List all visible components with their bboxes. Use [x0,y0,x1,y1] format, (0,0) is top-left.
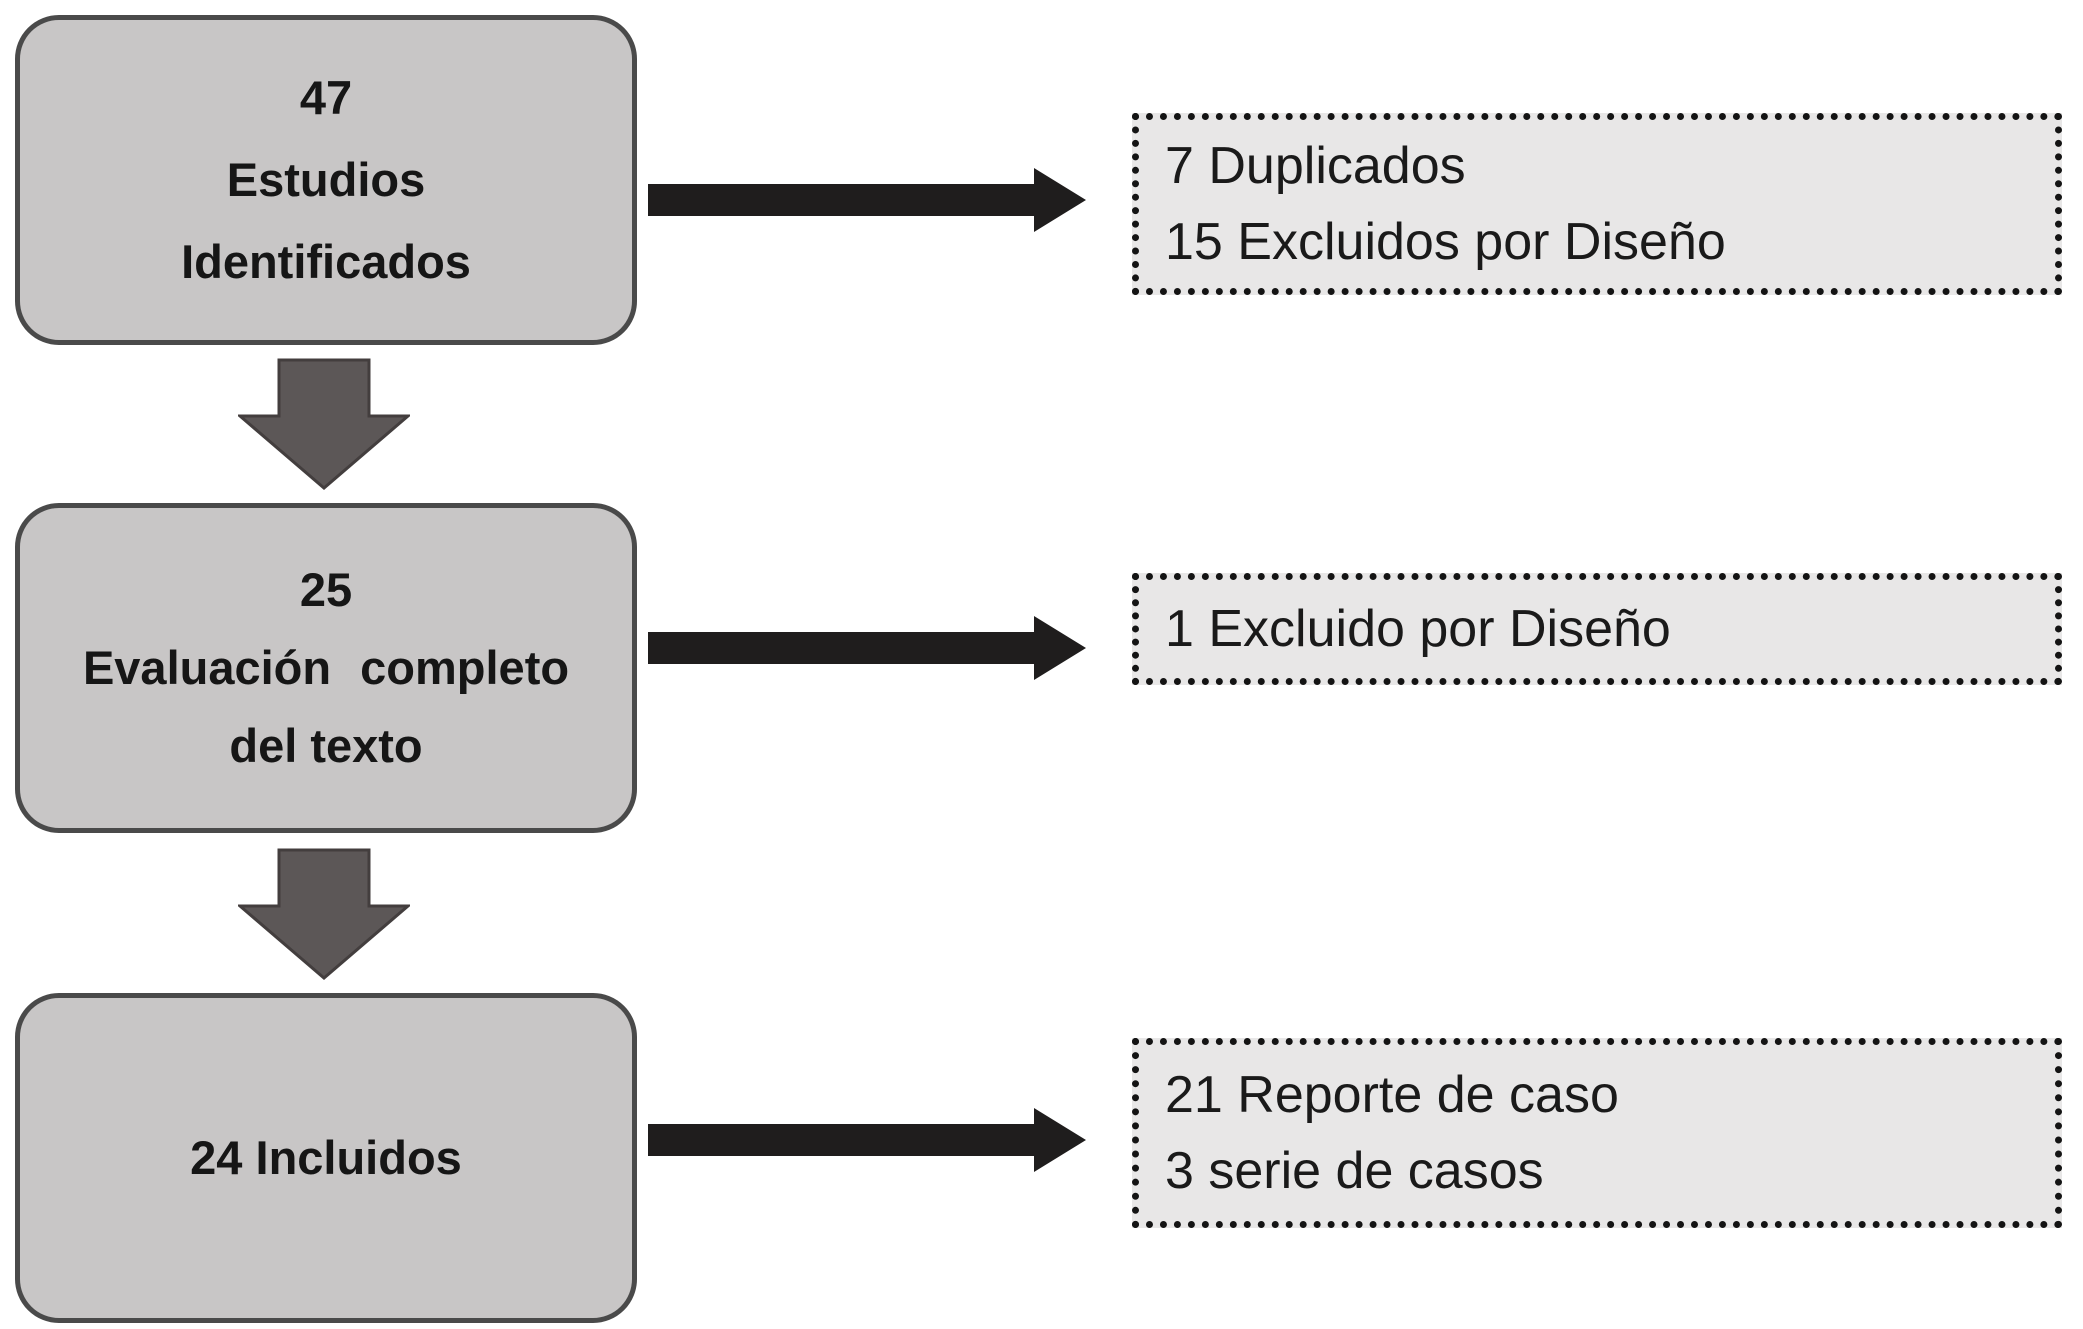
arrow-right-icon [648,1108,1086,1172]
exclusion-box-duplicados-diseno: 7 Duplicados 15 Excluidos por Diseño [1132,113,2062,295]
arrow-down-icon [238,358,410,490]
stage2-label-line1: Evaluación completo [82,641,570,694]
exclusion1-line2: 15 Excluidos por Diseño [1165,213,1726,271]
exclusion-box-excluido-diseno: 1 Excluido por Diseño [1132,573,2062,685]
stage1-label-line2: Identificados [181,235,471,288]
stage2-count: 25 [299,563,353,616]
arrow-right-icon [648,616,1086,680]
outcome-line2: 3 serie de casos [1165,1142,1544,1200]
stage2-label-line2: del texto [229,719,423,772]
stage1-count: 47 [299,71,353,124]
arrow-right-icon [648,168,1086,232]
flow-box-incluidos: 24 Incluidos [15,993,637,1323]
outcome-line1: 21 Reporte de caso [1165,1066,1619,1124]
stage1-label-line1: Estudios [226,153,426,206]
flow-box-evaluacion-texto: 25 Evaluación completo del texto [15,503,637,833]
flow-box-estudios-identificados: 47 Estudios Identificados [15,15,637,345]
arrow-down-icon [238,848,410,980]
exclusion1-line1: 7 Duplicados [1165,137,1466,195]
outcome-box-tipos-estudio: 21 Reporte de caso 3 serie de casos [1132,1038,2062,1228]
stage3-label: 24 Incluidos [190,1131,462,1184]
exclusion2-line1: 1 Excluido por Diseño [1165,600,1671,658]
